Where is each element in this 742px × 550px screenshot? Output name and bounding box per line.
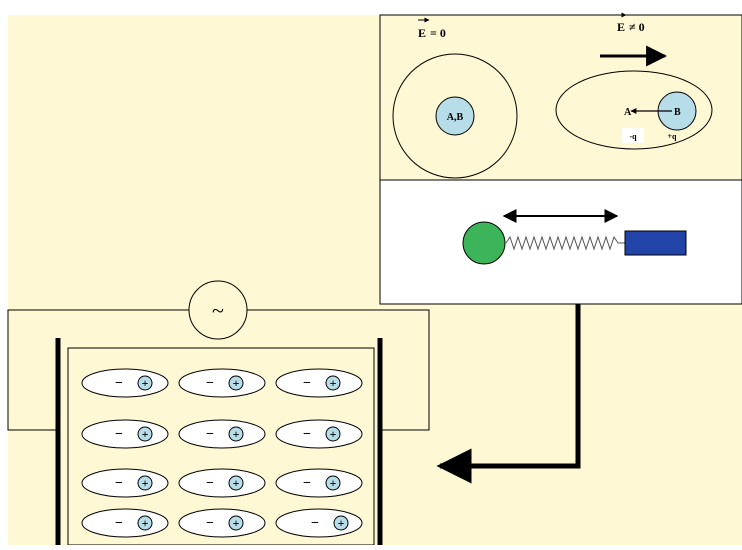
atom-panel: E = 0 A,B E ≠ 0 A B -q +q xyxy=(379,12,742,181)
dipole-plus: + xyxy=(233,427,240,441)
dipole-plus: + xyxy=(330,476,337,490)
dipole-plus: + xyxy=(330,427,337,441)
dipole-minus: − xyxy=(206,516,214,531)
dipole-shell xyxy=(178,468,266,498)
field-nonzero-label: E ≠ 0 xyxy=(615,12,645,34)
dipole-minus: − xyxy=(115,476,123,491)
dipole-minus: − xyxy=(206,427,214,442)
dipole-minus: − xyxy=(206,476,214,491)
dipole-shell xyxy=(275,508,363,538)
dipole-shell xyxy=(81,419,169,449)
dipole-minus: − xyxy=(303,476,311,491)
dipole-shell xyxy=(275,368,363,398)
dipole-positive-core xyxy=(137,515,153,531)
dipole: −+ xyxy=(178,368,266,398)
dipole-positive-core xyxy=(333,515,349,531)
dipole-positive-core xyxy=(228,426,244,442)
dipole-positive-core xyxy=(228,375,244,391)
dipole-minus: − xyxy=(311,516,319,531)
electron-cloud-ball xyxy=(462,221,506,265)
dipole-minus: − xyxy=(115,376,123,391)
dipole: −+ xyxy=(275,419,363,449)
field-nonzero-rest: ≠ 0 xyxy=(629,20,645,34)
dipole-positive-core xyxy=(228,475,244,491)
field-zero-label: E = 0 xyxy=(418,17,446,40)
dipole: −+ xyxy=(275,368,363,398)
negative-center-label: A xyxy=(624,107,632,118)
dipole-shell xyxy=(275,468,363,498)
field-zero-vector: E xyxy=(418,26,426,40)
dipole-plus: + xyxy=(142,476,149,490)
dipole: −+ xyxy=(81,419,169,449)
dipole-minus: − xyxy=(206,376,214,391)
dipole: −+ xyxy=(178,468,266,498)
dipole-positive-core xyxy=(325,375,341,391)
dipole-shell xyxy=(178,368,266,398)
dipole-positive-core xyxy=(137,375,153,391)
nucleus-block xyxy=(624,230,687,256)
dipole-plus: + xyxy=(142,427,149,441)
positive-center-label: B xyxy=(674,107,681,118)
dipole-positive-core xyxy=(137,426,153,442)
dipole-minus: − xyxy=(115,427,123,442)
atom-electron-cloud xyxy=(392,53,518,179)
dipole: −+ xyxy=(275,508,363,538)
capacitor-circuit: ~ −+−+−+−+−+−+−+−+−+−+−+−+ xyxy=(7,280,430,546)
dipole: −+ xyxy=(81,508,169,538)
dipole-positive-core xyxy=(325,426,341,442)
atom-nucleus xyxy=(435,96,475,136)
dipole-positive-core xyxy=(228,515,244,531)
dipole: −+ xyxy=(81,468,169,498)
dipole-shell xyxy=(178,508,266,538)
ac-source xyxy=(188,280,248,340)
right-wire xyxy=(247,309,430,431)
dipole-shell xyxy=(81,508,169,538)
negative-charge-label: -q xyxy=(629,132,637,141)
dipole-grid: −+−+−+−+−+−+−+−+−+−+−+−+ xyxy=(81,368,363,538)
dipole-shell xyxy=(178,419,266,449)
dipole-plus: + xyxy=(142,516,149,530)
dipole-plus: + xyxy=(330,376,337,390)
dipole-minus: − xyxy=(115,516,123,531)
dipole-minus: − xyxy=(303,427,311,442)
dipole-positive-core xyxy=(137,475,153,491)
spring xyxy=(505,235,625,251)
dipole-plus: + xyxy=(233,476,240,490)
ac-source-symbol: ~ xyxy=(212,298,224,323)
negative-charge-box xyxy=(622,128,644,143)
dipole: −+ xyxy=(178,419,266,449)
field-zero-rest: = 0 xyxy=(430,26,446,40)
dipole-plus: + xyxy=(142,376,149,390)
dipole: −+ xyxy=(81,368,169,398)
polarized-electron-cloud xyxy=(555,70,713,150)
nucleus-label: A,B xyxy=(447,112,464,123)
connector-arrow xyxy=(436,304,581,484)
dipole: −+ xyxy=(178,508,266,538)
dipole-shell xyxy=(81,468,169,498)
dipole-minus: − xyxy=(303,376,311,391)
positive-charge-label: +q xyxy=(667,132,677,141)
dipole-positive-core xyxy=(325,475,341,491)
dipole-shell xyxy=(81,368,169,398)
dipole-plus: + xyxy=(233,376,240,390)
field-nonzero-vector: E xyxy=(617,20,625,34)
dipole-shell xyxy=(275,419,363,449)
dipole-plus: + xyxy=(338,516,345,530)
left-wire xyxy=(7,309,189,431)
dipole-plus: + xyxy=(233,516,240,530)
dipole: −+ xyxy=(275,468,363,498)
spring-panel xyxy=(379,179,742,305)
